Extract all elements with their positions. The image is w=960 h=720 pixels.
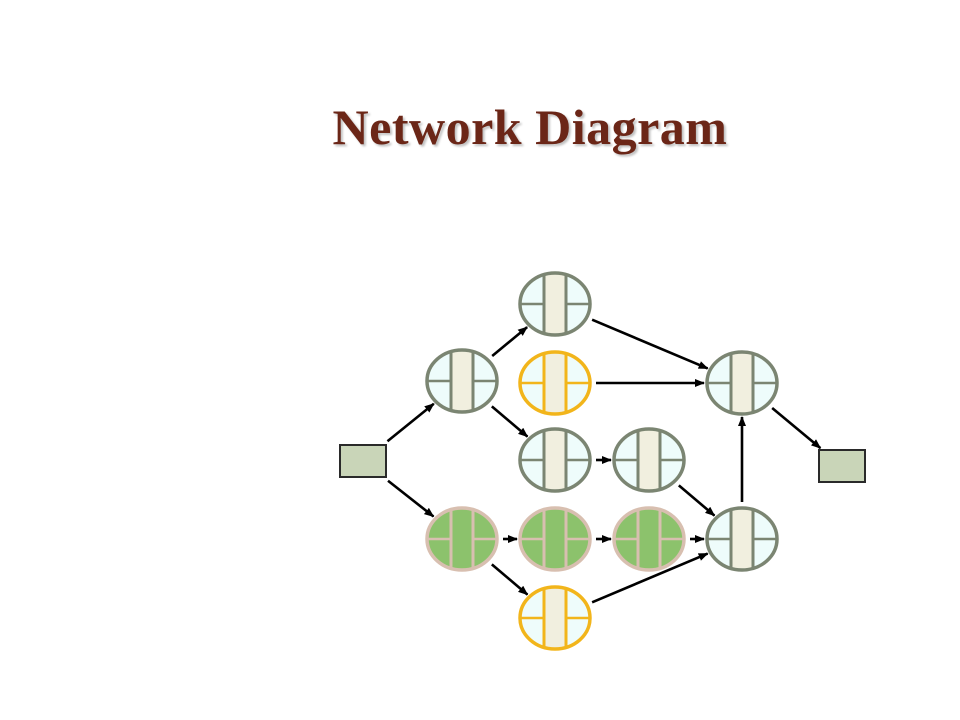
edge-n2-n6 [591, 318, 709, 370]
edge-n7-n11 [490, 563, 529, 596]
node-n6 [705, 350, 779, 416]
node-start [339, 444, 387, 478]
edge-n6-end [771, 407, 822, 450]
node-n10 [705, 506, 779, 572]
node-n2 [518, 271, 592, 337]
nodes-layer [339, 271, 866, 651]
edge-n11-n10 [591, 552, 709, 604]
node-n3 [518, 350, 592, 416]
node-end [818, 449, 866, 483]
edge-n1-n4 [490, 405, 529, 438]
node-n4 [518, 427, 592, 493]
node-n11 [518, 585, 592, 651]
node-n8 [518, 506, 592, 572]
node-n9 [612, 506, 686, 572]
edge-start-n7 [387, 479, 435, 518]
node-n7 [425, 506, 499, 572]
edge-n5-n10 [677, 484, 716, 517]
node-n5 [612, 427, 686, 493]
edge-start-n1 [386, 402, 435, 443]
edge-n1-n2 [491, 326, 528, 358]
edges-layer [386, 318, 822, 604]
node-n1 [425, 348, 499, 414]
slide-title: Network Diagram [332, 99, 728, 155]
